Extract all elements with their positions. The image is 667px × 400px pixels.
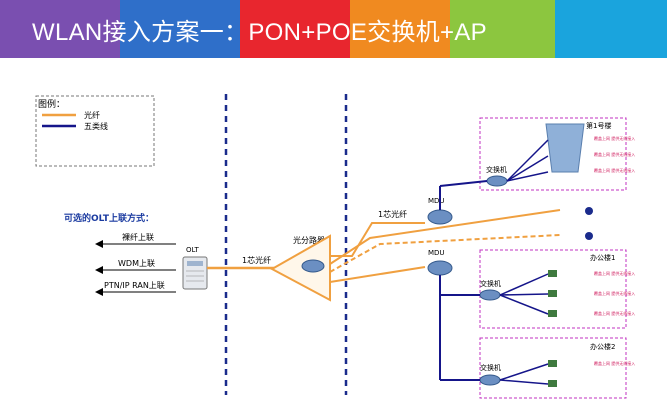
olt-device: OLT <box>182 246 208 290</box>
building-ap-1-text: 覆盖上网 提供无线接入 <box>594 135 635 141</box>
zone-building-1-label: 第1号楼 <box>586 121 611 130</box>
banner-band-green <box>450 0 555 58</box>
building-icon <box>545 123 585 173</box>
zone-building-1-box <box>479 117 627 191</box>
zone-office-1-label: 办公楼1 <box>590 253 615 262</box>
cable-off2-ap-1 <box>499 363 549 381</box>
office1-ap-2-text: 覆盖上网 提供无线接入 <box>594 290 635 296</box>
building-switch-icon <box>486 175 508 187</box>
fiber-out-3 <box>329 234 561 273</box>
building-switch-label: 交换机 <box>486 165 507 174</box>
banner-band-blue <box>120 0 240 58</box>
cable-off1-ap-1 <box>499 273 549 296</box>
cable-off2-ap-2 <box>499 379 549 385</box>
zone-office-2-box <box>479 337 627 399</box>
page-title: WLAN接入方案一：PON+POE交换机+AP <box>32 19 487 46</box>
banner-band-purple <box>0 0 120 58</box>
legend-title: 图例： <box>38 98 65 110</box>
office2-switch-label: 交换机 <box>480 363 501 372</box>
legend-fiber-label: 光纤 <box>84 110 100 120</box>
mdu-2-icon <box>427 260 453 276</box>
uplink-item-2: WDM上联 <box>118 259 155 268</box>
mdu-1-label: MDU <box>428 197 445 205</box>
mdu-1: MDU <box>427 197 453 225</box>
building-ap-3-text: 覆盖上网 提供无线接入 <box>594 167 635 173</box>
splitter-triangle <box>269 234 331 302</box>
legend-box <box>35 95 155 167</box>
cable-bld-ap-1 <box>506 139 549 182</box>
banner-band-red <box>240 0 350 58</box>
fiber-to-mdu-1 <box>330 222 425 257</box>
zone-office-1-box <box>479 249 627 329</box>
zone-office-2-label: 办公楼2 <box>590 342 615 351</box>
uplink-options: 可选的OLT上联方式： 裸纤上联 WDM上联 PTN/IP RAN上联 <box>64 212 176 296</box>
legend-cable-label: 五类线 <box>84 121 108 131</box>
uplink-item-1: 裸纤上联 <box>122 232 154 242</box>
office1-ap-2 <box>548 290 557 297</box>
olt-label: OLT <box>186 246 199 254</box>
network-diagram: 图例： 光纤 五类线 可选的OLT上联方式： 裸纤上联 WDM上联 PTN/IP… <box>35 94 635 399</box>
mdu-1-icon <box>427 209 453 225</box>
splitter: 光分路器 <box>269 234 331 302</box>
splitter-outputs <box>329 207 593 283</box>
office2-ap-1 <box>548 360 557 367</box>
office1-ap-3 <box>548 310 557 317</box>
cable-off1-ap-3 <box>499 294 549 315</box>
banner-band-cyan <box>555 0 667 58</box>
office2-ap-2 <box>548 380 557 387</box>
olt-fiber-label: 1芯光纤 <box>242 255 271 265</box>
cable-mdu1-switch-b <box>439 180 488 187</box>
mdu-2-label: MDU <box>428 249 445 257</box>
office1-ap-3-text: 覆盖上网 提供无线接入 <box>594 310 635 316</box>
building-ap-2-text: 覆盖上网 提供无线接入 <box>594 151 635 157</box>
cable-bld-ap-3 <box>506 171 549 182</box>
fiber-endpoint-1 <box>585 207 593 215</box>
fiber-endpoint-2 <box>585 232 593 240</box>
fiber-to-mdu-2 <box>329 266 426 283</box>
splitter-icon <box>301 259 325 273</box>
cable-bld-ap-2 <box>506 155 549 182</box>
uplink-item-3: PTN/IP RAN上联 <box>104 281 165 290</box>
legend: 图例： 光纤 五类线 <box>35 95 155 167</box>
mdu-2: MDU <box>427 249 453 276</box>
title-banner: WLAN接入方案一：PON+POE交换机+AP <box>0 0 667 58</box>
zone-building-1: 第1号楼 交换机 覆盖上网 提供无线接入 覆盖上网 提供无线接入 覆盖上网 提供… <box>439 117 635 210</box>
office1-ap-1 <box>548 270 557 277</box>
cable-off1-ap-2 <box>499 293 549 296</box>
banner-band-orange <box>350 0 450 58</box>
zone-office-1: 办公楼1 交换机 覆盖上网 提供无线接入 覆盖上网 提供无线接入 覆盖上网 提供… <box>439 249 635 329</box>
olt-panel <box>187 261 203 266</box>
mdu-fiber-label: 1芯光纤 <box>378 209 407 219</box>
splitter-label: 光分路器 <box>293 235 325 245</box>
office1-switch-icon <box>479 289 501 301</box>
office1-ap-1-text: 覆盖上网 提供无线接入 <box>594 270 635 276</box>
office2-ap-1-text: 覆盖上网 提供无线接入 <box>594 360 635 366</box>
uplink-title: 可选的OLT上联方式： <box>64 212 154 224</box>
office2-switch-icon <box>479 374 501 386</box>
fiber-out-2 <box>329 209 561 265</box>
office1-switch-label: 交换机 <box>480 279 501 288</box>
zone-office-2: 办公楼2 交换机 覆盖上网 提供无线接入 <box>439 295 635 399</box>
